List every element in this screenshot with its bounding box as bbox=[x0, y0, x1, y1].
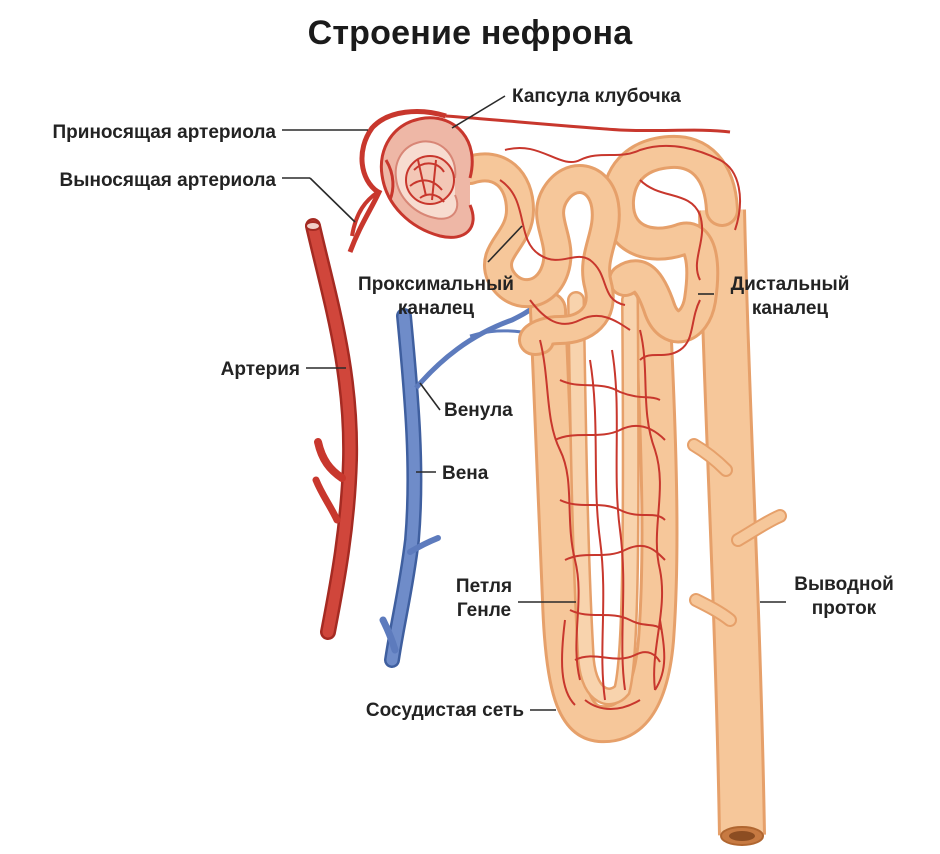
vein-vessel bbox=[379, 304, 537, 668]
capillary-network bbox=[499, 144, 741, 710]
label-proximal-line2: каналец bbox=[398, 298, 475, 319]
label-collecting-line2: проток bbox=[812, 598, 877, 619]
label-proximal-line1: Проксимальный bbox=[358, 274, 514, 295]
diagram-title: Строение нефрона bbox=[307, 14, 633, 52]
label-afferent-arteriole: Приносящая артериола bbox=[53, 122, 277, 143]
convoluted-tubules bbox=[455, 134, 739, 356]
label-artery: Артерия bbox=[221, 359, 300, 380]
label-efferent-arteriole: Выносящая артериола bbox=[60, 170, 277, 191]
label-loop-line1: Петля bbox=[456, 576, 512, 597]
label-distal-line1: Дистальный bbox=[731, 274, 850, 295]
label-venule: Венула bbox=[444, 400, 513, 421]
label-vein: Вена bbox=[442, 463, 489, 484]
label-capsule: Капсула клубочка bbox=[512, 86, 681, 107]
leader-lines bbox=[282, 95, 786, 711]
loop-of-henle bbox=[529, 281, 679, 744]
arterioles bbox=[350, 109, 731, 237]
label-collecting-line1: Выводной bbox=[794, 574, 894, 595]
artery-vessel bbox=[305, 188, 383, 640]
label-distal-line2: каналец bbox=[752, 298, 829, 319]
glomerular-capsule bbox=[379, 116, 475, 239]
label-vascular-network: Сосудистая сеть bbox=[366, 700, 524, 721]
collecting-duct bbox=[687, 209, 787, 846]
label-loop-line2: Генле bbox=[457, 600, 511, 621]
